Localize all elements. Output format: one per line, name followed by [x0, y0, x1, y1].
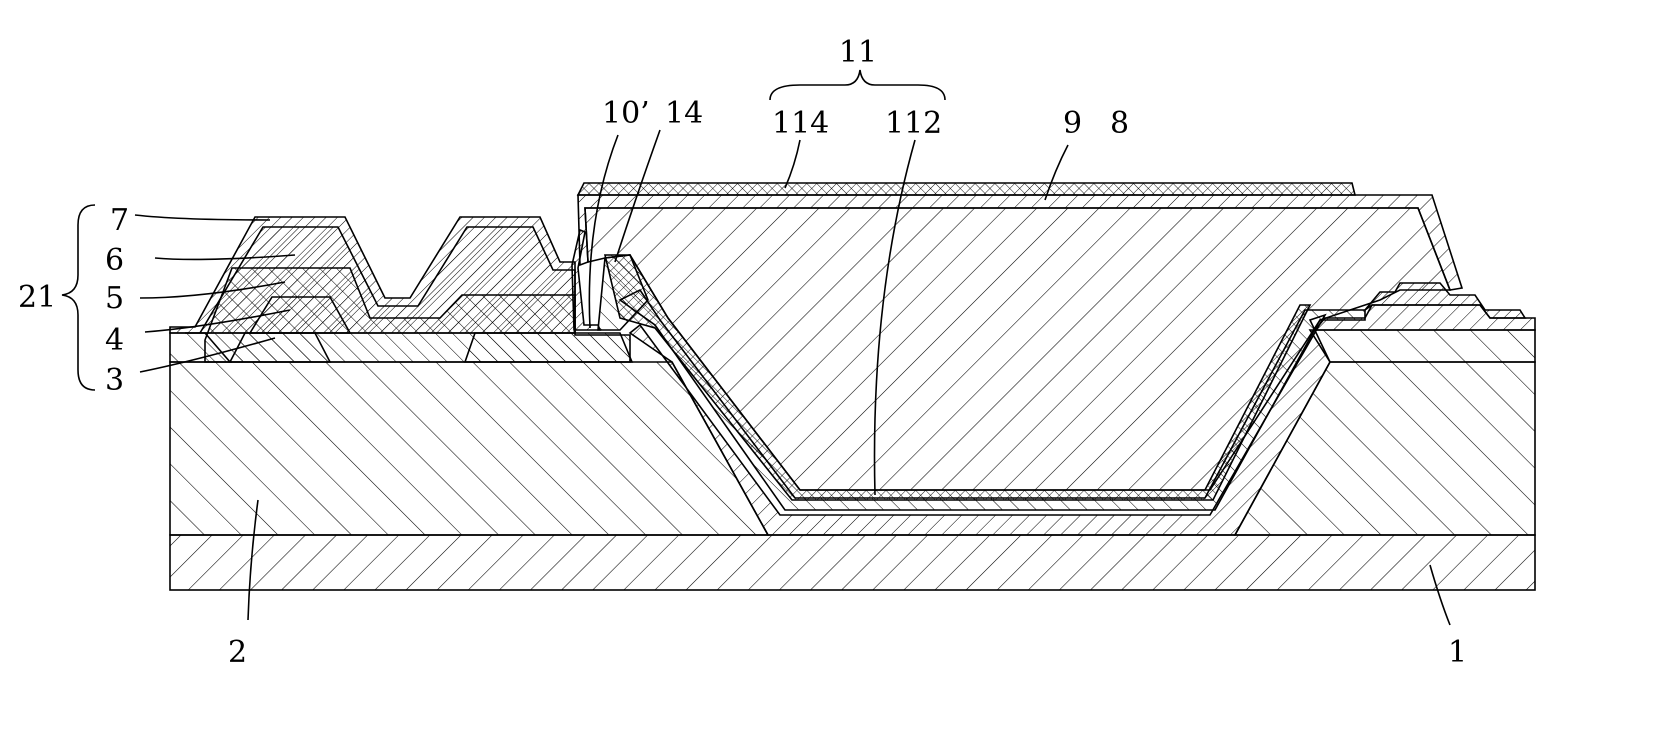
- label-2: 2: [228, 635, 247, 670]
- label-3: 3: [105, 363, 124, 398]
- layer-3-second: [465, 333, 632, 362]
- layer-3-gate: [230, 333, 330, 362]
- label-5: 5: [105, 281, 124, 316]
- layer-1-substrate: [170, 535, 1535, 590]
- label-10-prime: 10’: [602, 96, 650, 131]
- brace-11: [770, 70, 945, 100]
- layer-2-left: [170, 362, 768, 535]
- label-14: 14: [665, 96, 703, 131]
- label-114: 114: [772, 106, 829, 141]
- label-1: 1: [1448, 635, 1467, 670]
- label-4: 4: [105, 323, 124, 358]
- label-21: 21: [18, 280, 56, 315]
- label-8: 8: [1110, 106, 1129, 141]
- label-7: 7: [110, 203, 129, 238]
- label-11: 11: [839, 35, 877, 70]
- layer-114: [578, 183, 1355, 195]
- label-6: 6: [105, 243, 124, 278]
- brace-21: [62, 205, 95, 390]
- label-9: 9: [1063, 106, 1082, 141]
- leader-7: [135, 215, 270, 220]
- label-112: 112: [885, 106, 942, 141]
- leader-114: [785, 140, 800, 188]
- right-stack-band: [1310, 330, 1535, 362]
